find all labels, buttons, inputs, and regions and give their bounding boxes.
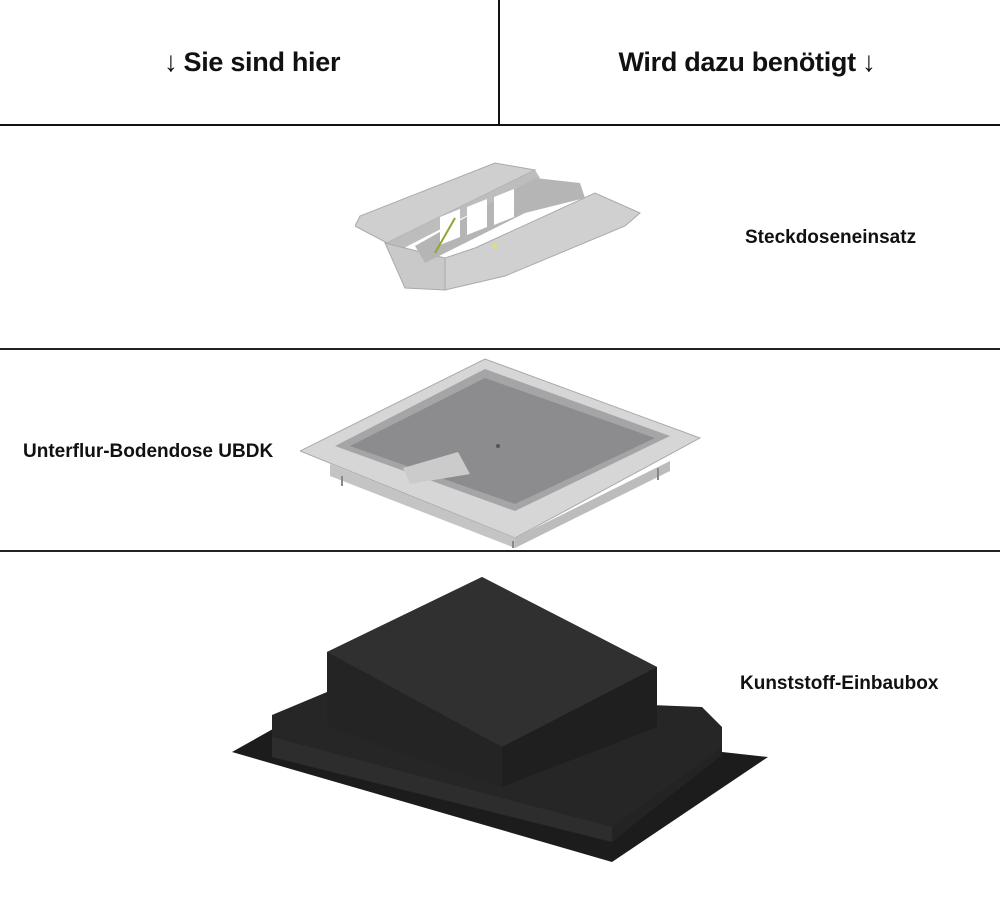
plastic-installation-box-image: [232, 577, 768, 862]
socket-insert-image: [355, 162, 641, 291]
plastic-box-label: Kunststoff-Einbaubox: [740, 673, 939, 694]
row-divider: [0, 550, 1000, 552]
you-are-here-heading: ↓ Sie sind hier: [0, 0, 500, 124]
socket-insert-label: Steckdoseneinsatz: [745, 227, 917, 248]
down-arrow-icon: ↓: [163, 46, 178, 77]
you-are-here-label: Sie sind hier: [183, 46, 341, 77]
header: ↓ Sie sind hier Wird dazu benötigt ↓: [0, 0, 1000, 126]
required-heading: Wird dazu benötigt ↓: [500, 0, 1000, 124]
underfloor-box-image: [300, 358, 702, 548]
required-label: Wird dazu benötigt: [618, 46, 856, 77]
down-arrow-icon: ↓: [861, 46, 876, 77]
underfloor-box-label: Unterflur-Bodendose UBDK: [23, 441, 274, 462]
row-divider: [0, 348, 1000, 350]
